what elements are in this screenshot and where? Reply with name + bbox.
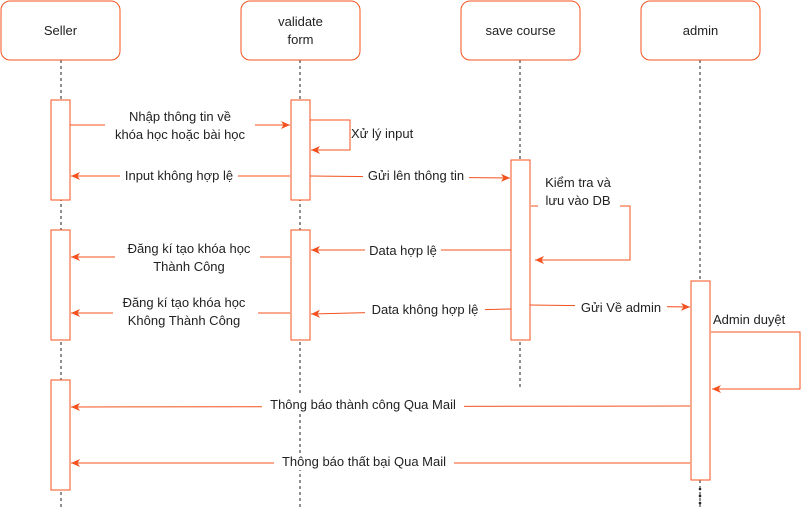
message-enter-info-label-1: Nhập thông tin về: [129, 109, 231, 124]
message-register-success-label-1: Đăng kí tạo khóa học: [128, 241, 251, 256]
seller-activation-2: [50, 229, 71, 341]
message-check-save-db-label-1: Kiểm tra và: [545, 175, 612, 190]
message-send-to-admin: Gửi Về admin: [529, 298, 691, 315]
validate-activation-2: [290, 229, 311, 341]
message-data-invalid-label: Data không hợp lệ: [372, 302, 479, 317]
message-register-failure: Đăng kí tạo khóa học Không Thành Công: [71, 294, 290, 330]
message-send-info-label: Gửi lên thông tin: [368, 168, 464, 183]
admin-activation: [690, 280, 711, 481]
actor-validate-form[interactable]: validate form: [240, 0, 361, 61]
message-send-info: Gửi lên thông tin: [309, 167, 511, 184]
message-data-valid-label: Data hợp lệ: [369, 243, 437, 258]
save-course-activation: [510, 159, 531, 341]
actor-validate-form-label-1: validate: [278, 14, 323, 29]
actor-admin-label: admin: [683, 23, 718, 38]
admin-continuation-dots: [698, 487, 702, 505]
message-success-mail-label: Thông báo thành công Qua Mail: [270, 397, 456, 412]
actor-validate-form-label-2: form: [288, 32, 314, 47]
message-enter-info-label-2: khóa học hoặc bài học: [115, 127, 246, 142]
message-process-input: Xử lý input: [310, 119, 414, 154]
seller-activation-1: [50, 99, 71, 201]
message-register-failure-label-1: Đăng kí tạo khóa học: [123, 295, 246, 310]
seller-activation-3: [50, 379, 71, 491]
message-process-input-label: Xử lý input: [351, 126, 414, 141]
message-register-failure-label-2: Không Thành Công: [128, 313, 241, 328]
message-check-save-db: Kiểm tra và lưu vào DB: [531, 173, 631, 264]
actor-save-course-label: save course: [485, 23, 555, 38]
message-invalid-input-label: Input không hợp lệ: [125, 168, 233, 183]
validate-activation-1: [290, 99, 311, 201]
message-check-save-db-label-2: lưu vào DB: [545, 193, 610, 208]
actor-seller-label: Seller: [44, 23, 78, 38]
message-failure-mail-label: Thông báo thất bại Qua Mail: [282, 454, 446, 469]
message-admin-approve-label: Admin duyệt: [713, 312, 786, 327]
message-send-to-admin-label: Gửi Về admin: [581, 300, 661, 315]
message-register-success-label-2: Thành Công: [153, 259, 225, 274]
actor-seller[interactable]: Seller: [0, 0, 121, 61]
actor-save-course[interactable]: save course: [460, 0, 581, 61]
message-data-invalid: Data không hợp lệ: [310, 301, 512, 318]
message-invalid-input: Input không hợp lệ: [71, 167, 290, 184]
message-data-valid: Data hợp lệ: [311, 241, 511, 258]
message-failure-mail: Thông báo thất bại Qua Mail: [71, 453, 690, 470]
actor-admin[interactable]: admin: [640, 0, 761, 61]
message-admin-approve: Admin duyệt: [711, 311, 801, 393]
message-success-mail: Thông báo thành công Qua Mail: [70, 396, 691, 413]
message-enter-info: Nhập thông tin về khóa học hoặc bài học: [70, 108, 290, 142]
message-register-success: Đăng kí tạo khóa học Thành Công: [71, 240, 290, 274]
